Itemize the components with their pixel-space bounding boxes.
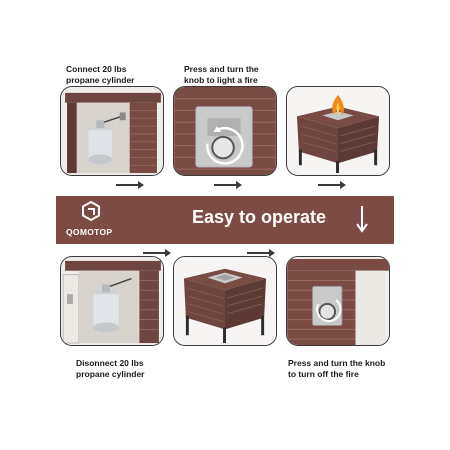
arrow-right-icon — [143, 249, 171, 257]
step-turn-off-caption: Press and turn the knob to turn off the … — [288, 358, 385, 380]
step-light-line1: Press and turn the — [184, 64, 259, 74]
cabinet-open-tank-removal-image — [61, 257, 163, 345]
step-connect-line1: Connect 20 lbs — [66, 64, 127, 74]
panel-turn-off-fire — [286, 256, 390, 346]
step-light-caption: Press and turn the knob to light a fire — [184, 64, 259, 86]
arrow-right-icon — [247, 249, 275, 257]
step-turn-off-line2: to turn off the fire — [288, 369, 359, 379]
qomotop-logo-icon — [82, 200, 100, 222]
fire-pit-unlit-image — [174, 257, 276, 345]
step-disconnect-line2: propane cylinder — [76, 369, 145, 379]
knob-press-turn-image — [174, 87, 276, 175]
arrow-right-icon — [214, 181, 242, 189]
knob-turn-off-image — [287, 257, 389, 345]
arrow-right-icon — [318, 181, 346, 189]
panel-light-fire — [173, 86, 277, 176]
step-disconnect-caption: Disonnect 20 lbs propane cylinder — [76, 358, 145, 380]
banner-headline: Easy to operate — [192, 207, 327, 227]
step-connect-line2: propane cylinder — [66, 75, 135, 85]
step-disconnect-line1: Disonnect 20 lbs — [76, 358, 144, 368]
arrow-down-icon — [356, 206, 368, 233]
brand-name: QOMOTOP — [66, 227, 113, 237]
step-light-line2: knob to light a fire — [184, 75, 258, 85]
panel-fire-pit-off — [173, 256, 277, 346]
panel-fire-burning — [286, 86, 390, 176]
panel-disconnect-cylinder — [60, 256, 164, 346]
arrow-right-icon — [116, 181, 144, 189]
step-turn-off-line1: Press and turn the knob — [288, 358, 386, 368]
cabinet-open-with-tank-image — [61, 87, 163, 175]
fire-pit-lit-image — [287, 87, 389, 175]
banner — [56, 196, 394, 244]
step-connect-caption: Connect 20 lbs propane cylinder — [66, 64, 135, 86]
panel-connect-cylinder — [60, 86, 164, 176]
